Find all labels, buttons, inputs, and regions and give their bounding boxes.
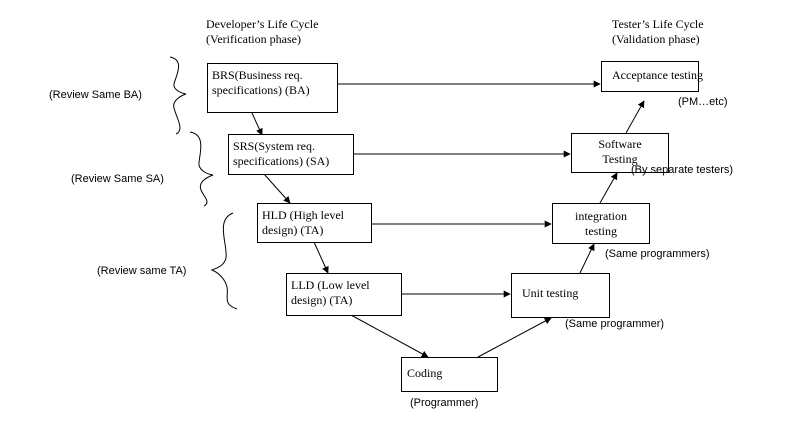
software-testing-line2: Testing xyxy=(602,152,638,166)
brs-box-line1: BRS(Business req. xyxy=(212,68,303,82)
acceptance-testing-label: Acceptance testing xyxy=(612,68,703,82)
review-brace-ba xyxy=(169,56,187,135)
review-brace-sa xyxy=(189,131,214,207)
integration-testing-line2: testing xyxy=(585,224,617,238)
developer-lifecycle-subtitle: (Verification phase) xyxy=(206,32,301,46)
lld-box-line2: design) (TA) xyxy=(291,293,353,307)
brs-box: BRS(Business req. specifications) (BA) xyxy=(207,63,338,113)
arrow-integration-to-software xyxy=(599,172,618,204)
annotation-same-programmers: (Same programmers) xyxy=(605,248,710,260)
hld-box-line2: design) (TA) xyxy=(262,223,324,237)
arrow-unit-to-integration xyxy=(579,243,595,274)
annotation-same-programmer: (Same programmer) xyxy=(565,318,665,330)
arrow-brs-to-srs xyxy=(251,112,263,136)
arrow-hld-to-lld xyxy=(313,241,329,274)
review-note-sa: (Review Same SA) xyxy=(71,173,164,185)
srs-box-line2: specifications) (SA) xyxy=(233,154,330,168)
integration-testing-line1: integration xyxy=(575,209,627,223)
lld-box-line1: LLD (Low level xyxy=(291,278,370,292)
brs-box-line2: specifications) (BA) xyxy=(212,83,310,97)
tester-lifecycle-subtitle: (Validation phase) xyxy=(612,32,700,46)
software-testing-box: Software Testing xyxy=(571,133,669,173)
review-note-ta: (Review same TA) xyxy=(97,265,187,277)
developer-lifecycle-title: Developer’s Life Cycle xyxy=(206,17,319,31)
review-note-ba: (Review Same BA) xyxy=(49,89,142,101)
unit-testing-label: Unit testing xyxy=(522,286,579,300)
tester-lifecycle-title: Tester’s Life Cycle xyxy=(612,17,704,31)
developer-lifecycle-header: Developer’s Life Cycle (Verification pha… xyxy=(206,17,318,47)
arrow-software-to-acceptance xyxy=(625,100,645,134)
tester-lifecycle-header: Tester’s Life Cycle (Validation phase) xyxy=(612,17,704,47)
srs-box: SRS(System req. specifications) (SA) xyxy=(228,134,354,175)
arrow-srs-to-hld xyxy=(263,173,291,204)
annotation-programmer: (Programmer) xyxy=(410,397,479,409)
arrow-lld-to-coding xyxy=(350,314,429,358)
coding-box-label: Coding xyxy=(407,366,443,380)
arrow-coding-to-unit xyxy=(477,317,552,358)
annotation-separate-testers: (By separate testers) xyxy=(631,164,734,176)
software-testing-line1: Software xyxy=(598,137,642,151)
srs-box-line1: SRS(System req. xyxy=(233,139,316,153)
coding-box: Coding xyxy=(401,357,498,392)
lld-box: LLD (Low level design) (TA) xyxy=(286,273,402,316)
integration-testing-box: integration testing xyxy=(552,203,650,244)
acceptance-testing-box: Acceptance testing xyxy=(601,61,703,92)
hld-box: HLD (High level design) (TA) xyxy=(257,203,372,243)
annotation-pm: (PM…etc) xyxy=(678,96,728,108)
hld-box-line1: HLD (High level xyxy=(262,208,344,222)
unit-testing-box: Unit testing xyxy=(511,273,610,318)
review-brace-ta xyxy=(210,212,238,310)
